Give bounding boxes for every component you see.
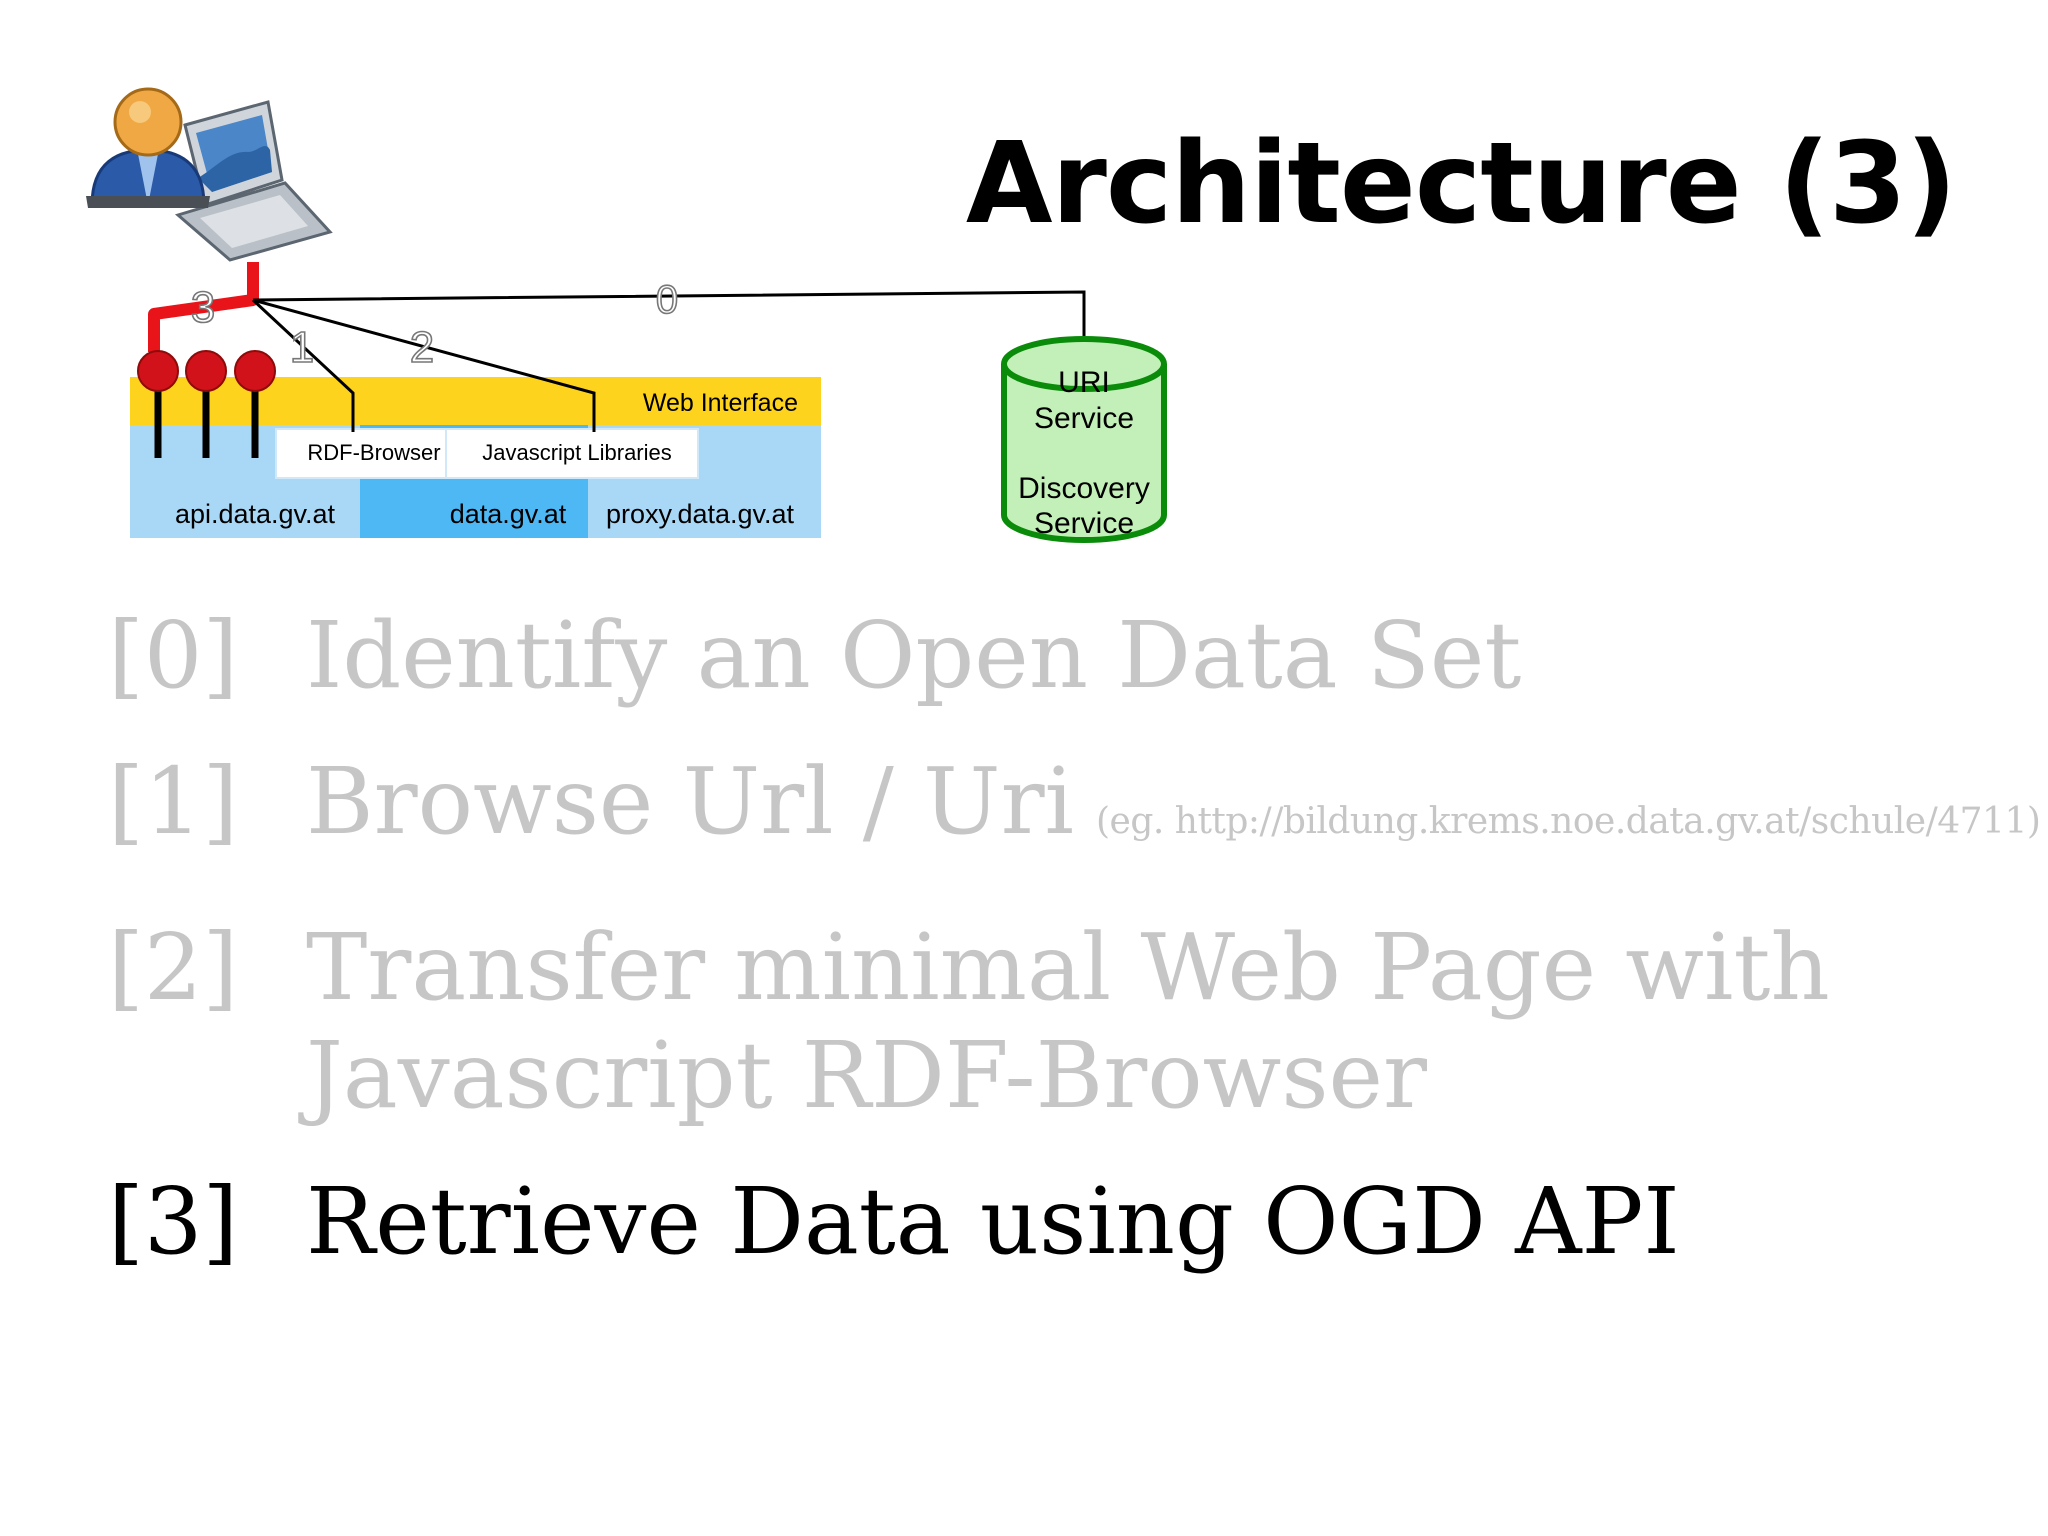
connection-0-line	[252, 290, 1086, 336]
step-text: Transfer minimal Web Page with	[306, 914, 1830, 1021]
step-item-3: [3] Retrieve Data using OGD API	[108, 1168, 2008, 1276]
connection-label-0: 0	[656, 278, 678, 322]
step-text: Browse Url / Uri	[306, 748, 1074, 855]
uri-service-cylinder: URI Service Discovery Service	[1001, 336, 1167, 543]
step-number: [3]	[108, 1168, 239, 1275]
host-label-api: api.data.gv.at	[175, 499, 336, 529]
api-request-path	[148, 262, 259, 352]
connection-label-1: 1	[290, 323, 314, 372]
step-item-1: [1] Browse Url / Uri (eg. http://bildung.…	[108, 748, 2041, 876]
uri-service-line3: Discovery	[1018, 472, 1150, 505]
rdf-browser-box	[275, 428, 447, 479]
uri-service-line1: URI	[1058, 366, 1110, 399]
step-text: Identify an Open Data Set	[306, 602, 1522, 709]
host-label-data: data.gv.at	[450, 499, 567, 529]
web-interface-label: Web Interface	[643, 389, 798, 417]
step-item-2: [2] Transfer minimal Web Page with Javas…	[108, 914, 2008, 1130]
connection-label-3: 3	[191, 283, 215, 332]
connection-1-line	[251, 298, 355, 432]
step-list: [0] Identify an Open Data Set [1] Browse…	[108, 602, 2041, 1314]
step-text-continued: Javascript RDF-Browser	[306, 1022, 1427, 1129]
step-number: [1]	[108, 748, 239, 855]
step-number: [0]	[108, 602, 239, 709]
user-with-laptop-icon	[86, 87, 333, 262]
host-label-proxy: proxy.data.gv.at	[606, 499, 795, 529]
connection-2-line	[252, 298, 596, 432]
js-libraries-label: Javascript Libraries	[482, 440, 672, 465]
architecture-diagram: Web Interface RDF-Browser Javascript Lib…	[86, 87, 1167, 543]
api-pin-head	[185, 350, 227, 392]
rdf-browser-label: RDF-Browser	[307, 440, 440, 465]
api-pin-head	[137, 350, 179, 392]
js-libraries-box	[445, 428, 699, 479]
slide-title: Architecture (3)	[965, 119, 1957, 249]
step-text: Retrieve Data using OGD API	[306, 1168, 1680, 1275]
step-item-0: [0] Identify an Open Data Set	[108, 602, 2008, 710]
connection-label-2: 2	[410, 323, 434, 372]
uri-service-line2: Service	[1034, 402, 1134, 435]
api-pin-head	[234, 350, 276, 392]
step-number: [2]	[108, 914, 239, 1021]
uri-service-line4: Service	[1034, 507, 1134, 540]
step-example-note: (eg. http://bildung.krems.noe.data.gv.at…	[1095, 801, 2041, 842]
